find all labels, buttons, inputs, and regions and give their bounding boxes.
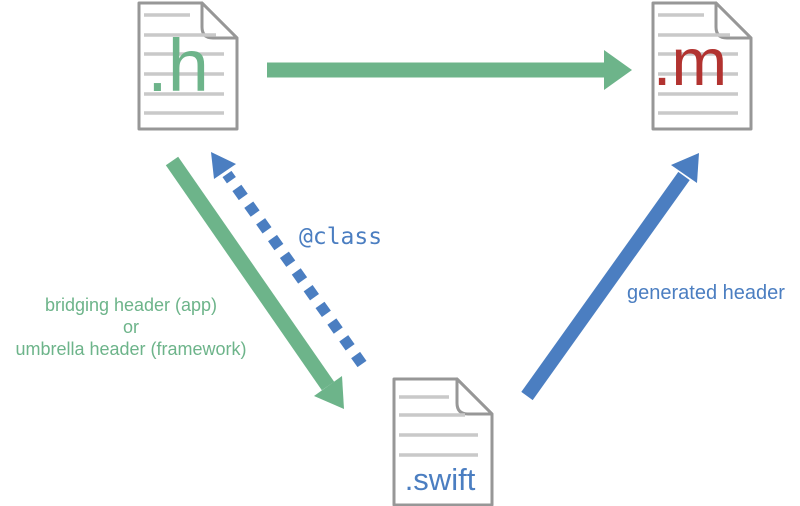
- header-file-icon: .h: [137, 1, 239, 131]
- implementation-file-icon: .m: [651, 1, 753, 131]
- bridging-header-label: bridging header (app) or umbrella header…: [0, 294, 262, 360]
- document-fold-corner: [455, 377, 494, 416]
- bridging-header-label-line3: umbrella header (framework): [15, 339, 247, 359]
- swift-file-icon: .swift: [392, 377, 494, 506]
- class-directive-label: @class: [299, 224, 383, 250]
- arrow-h-to-swift: [165, 156, 344, 409]
- bridging-header-label-line1: bridging header (app): [44, 295, 218, 315]
- arrow-swift-to-m: [521, 153, 699, 401]
- arrow-h-to-m: [267, 50, 632, 90]
- generated-header-label: generated header: [627, 282, 785, 304]
- bridging-header-label-line2: or: [122, 317, 139, 337]
- implementation-file-label: .m: [653, 25, 727, 100]
- swift-file-label: .swift: [405, 462, 476, 497]
- header-file-label: .h: [147, 24, 209, 107]
- arrow-swift-to-h-dashed: [211, 152, 367, 368]
